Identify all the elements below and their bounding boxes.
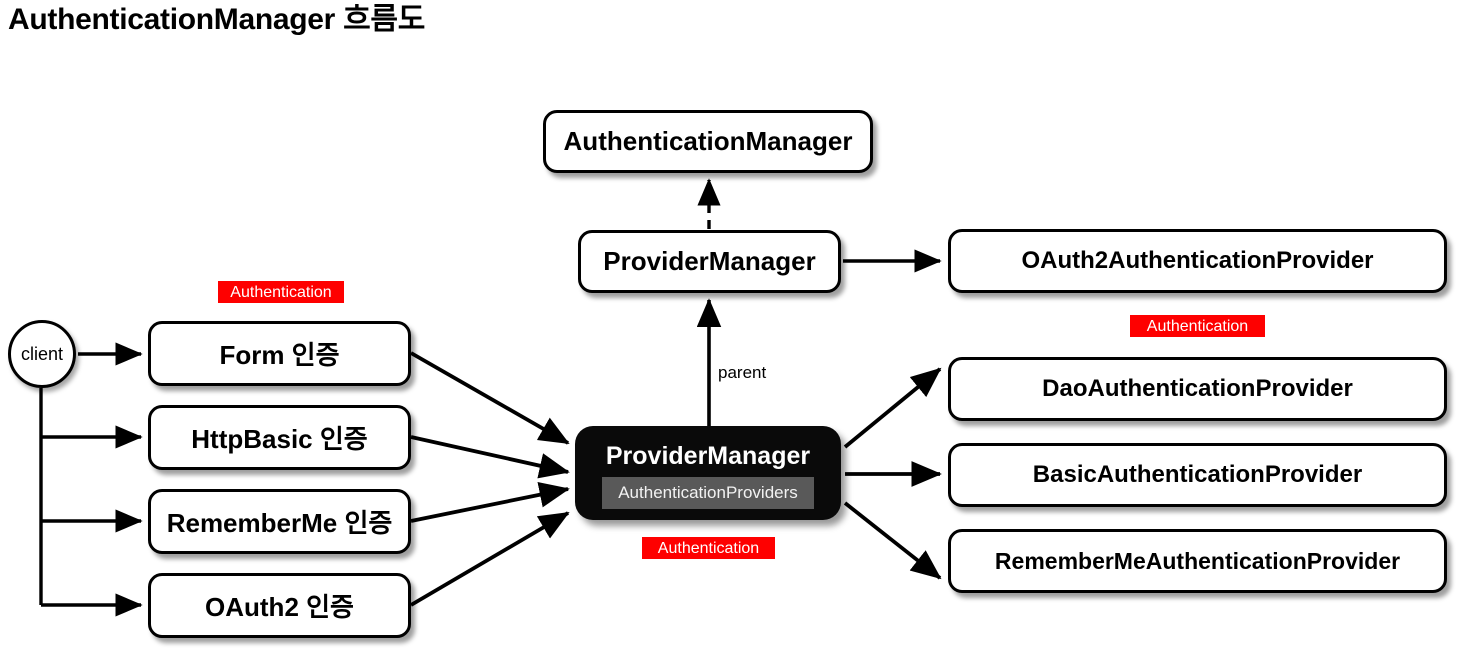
node-basic-authentication-provider-label: BasicAuthenticationProvider [1032,461,1363,488]
badge-authentication-right: Authentication [1130,315,1265,337]
edge-rememberme-to-provider-manager [410,482,570,523]
node-client[interactable]: client [8,320,76,388]
edge-provider-manager-to-dao-provider [843,367,942,449]
page-title: AuthenticationManager 흐름도 [8,3,425,36]
node-rememberme-authentication-provider[interactable]: RememberMeAuthenticationProvider [948,529,1447,593]
node-provider-manager-top-label: ProviderManager [603,246,816,276]
node-provider-manager-main[interactable]: ProviderManager AuthenticationProviders [575,426,841,520]
node-provider-manager-top[interactable]: ProviderManager [578,230,841,293]
edge-provider-manager-to-rememberme-provider [843,501,942,580]
node-authentication-manager[interactable]: AuthenticationManager [543,110,873,173]
badge-label: Authentication [1146,317,1249,335]
node-oauth2-auth[interactable]: OAuth2 인증 [148,573,411,638]
node-httpbasic-auth-label: HttpBasic 인증 [191,424,368,454]
node-client-label: client [20,343,64,364]
edge-form-to-provider-manager [410,351,570,445]
node-httpbasic-auth[interactable]: HttpBasic 인증 [148,405,411,470]
node-oauth2-auth-label: OAuth2 인증 [205,592,354,622]
edge-label-parent: parent [718,363,767,382]
badge-label: Authentication [657,539,760,557]
badge-authentication-center: Authentication [642,537,775,559]
edge-httpbasic-to-provider-manager [410,435,570,479]
node-oauth2-authentication-provider[interactable]: OAuth2AuthenticationProvider [948,229,1447,293]
node-rememberme-authentication-provider-label: RememberMeAuthenticationProvider [994,547,1401,574]
node-rememberme-auth[interactable]: RememberMe 인증 [148,489,411,554]
node-authentication-manager-label: AuthenticationManager [563,126,853,156]
node-dao-authentication-provider[interactable]: DaoAuthenticationProvider [948,357,1447,421]
node-dao-authentication-provider-label: DaoAuthenticationProvider [1042,375,1353,402]
node-provider-manager-main-subbox: AuthenticationProviders [602,477,814,509]
node-basic-authentication-provider[interactable]: BasicAuthenticationProvider [948,443,1447,507]
node-oauth2-authentication-provider-label: OAuth2AuthenticationProvider [1021,247,1374,274]
badge-label: Authentication [230,283,332,301]
node-rememberme-auth-label: RememberMe 인증 [166,508,393,538]
edge-oauth2-to-provider-manager [410,511,570,607]
badge-authentication-left: Authentication [218,281,344,303]
node-form-auth[interactable]: Form 인증 [148,321,411,386]
node-provider-manager-main-title: ProviderManager [605,442,811,470]
node-form-auth-label: Form 인증 [219,340,340,370]
